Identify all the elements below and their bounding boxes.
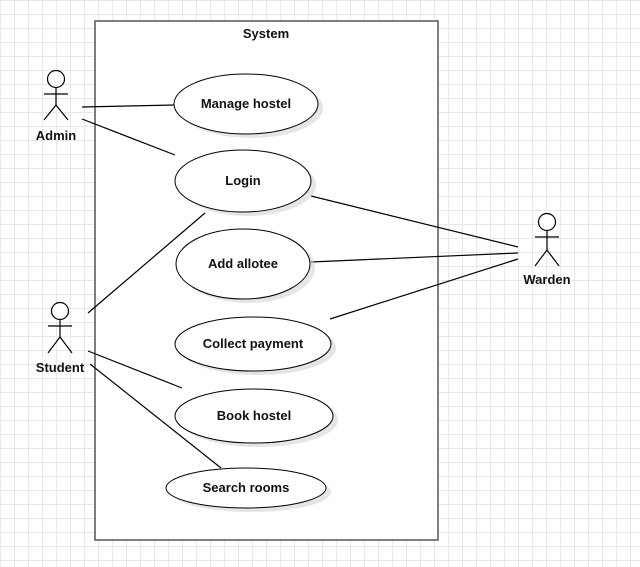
actor-admin[interactable]: Admin — [36, 69, 77, 144]
use-case-label: Add allotee — [208, 256, 278, 271]
actor-head — [50, 301, 70, 321]
use-case-login[interactable]: Login — [174, 149, 316, 216]
actor-head — [46, 69, 66, 89]
use-case-add-allotee[interactable]: Add allotee — [175, 228, 315, 303]
use-case-label: Search rooms — [203, 480, 290, 495]
use-case-label: Login — [225, 173, 260, 188]
assoc-warden-add-allotee — [310, 252, 519, 263]
associations — [81, 104, 519, 469]
actor-warden[interactable]: Warden — [523, 212, 571, 288]
actor-student-label: Student — [36, 360, 85, 375]
assoc-admin-manage-hostel — [81, 104, 176, 108]
actor-student[interactable]: Student — [36, 301, 85, 376]
use-case-book-hostel[interactable]: Book hostel — [174, 388, 338, 447]
use-case-search-rooms[interactable]: Search rooms — [165, 467, 331, 512]
actor-warden-label: Warden — [523, 272, 570, 287]
assoc-student-login — [87, 212, 206, 314]
assoc-warden-login — [310, 195, 519, 248]
assoc-student-book-hostel — [87, 350, 183, 389]
system-title: System — [243, 26, 289, 41]
assoc-student-search-rooms — [89, 363, 222, 469]
use-case-label: Book hostel — [217, 408, 291, 423]
assoc-warden-collect-payment — [329, 258, 519, 320]
actor-admin-label: Admin — [36, 128, 77, 143]
use-case-collect-payment[interactable]: Collect payment — [174, 316, 336, 375]
use-case-label: Manage hostel — [201, 96, 291, 111]
use-case-label: Collect payment — [203, 336, 304, 351]
use-case-manage-hostel[interactable]: Manage hostel — [173, 73, 323, 138]
assoc-admin-login — [81, 118, 176, 156]
actor-head — [537, 212, 557, 232]
